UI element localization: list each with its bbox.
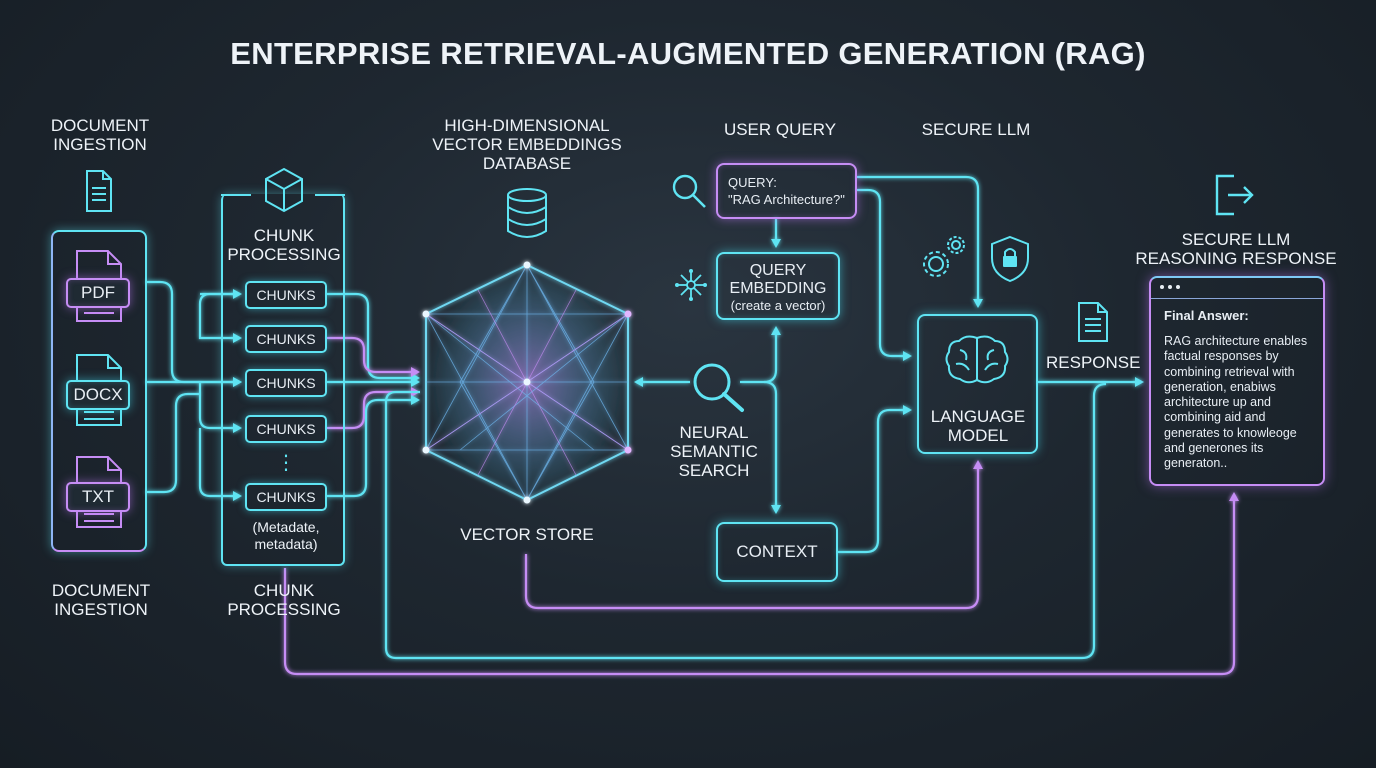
chunk-label-inner: CHUNK PROCESSING bbox=[227, 226, 341, 264]
response-panel-title: SECURE LLM REASONING RESPONSE bbox=[1135, 230, 1337, 268]
document-icon bbox=[86, 170, 112, 212]
brain-icon bbox=[945, 335, 1009, 384]
search-icon bbox=[672, 174, 706, 208]
window-dot bbox=[1176, 285, 1180, 289]
vector-store-label: VECTOR STORE bbox=[460, 525, 594, 544]
chunk-item: CHUNKS bbox=[245, 369, 327, 397]
final-answer-text: RAG architecture enables factual respons… bbox=[1164, 334, 1308, 471]
panel-top-right-edge bbox=[315, 194, 345, 196]
final-answer-title: Final Answer: bbox=[1164, 308, 1249, 323]
vector-db-label: HIGH-DIMENSIONAL VECTOR EMBEDDINGS DATAB… bbox=[432, 116, 622, 173]
export-icon bbox=[1215, 174, 1254, 216]
docx-tag: DOCX bbox=[66, 380, 130, 410]
chunk-metadata: (Metadate, metadata) bbox=[252, 519, 320, 552]
vector-hexagon bbox=[422, 261, 632, 504]
secure-llm-label: SECURE LLM bbox=[921, 120, 1031, 139]
ingestion-label-top: DOCUMENT INGESTION bbox=[50, 116, 150, 154]
semantic-search-label: NEURAL SEMANTIC SEARCH bbox=[670, 423, 758, 480]
gears-icon bbox=[923, 236, 965, 277]
shield-lock-icon bbox=[991, 235, 1029, 283]
magnifier-icon bbox=[693, 363, 744, 412]
txt-tag: TXT bbox=[66, 482, 130, 512]
chunk-processing-panel bbox=[221, 194, 345, 566]
language-model-label: LANGUAGE MODEL bbox=[930, 407, 1026, 445]
diagram-title: ENTERPRISE RETRIEVAL-AUGMENTED GENERATIO… bbox=[230, 36, 1146, 71]
window-dot bbox=[1168, 285, 1172, 289]
response-label: RESPONSE bbox=[1046, 353, 1141, 372]
chunk-item: CHUNKS bbox=[245, 325, 327, 353]
chunk-item: CHUNKS bbox=[245, 483, 327, 511]
chunk-ellipsis: ⋮ bbox=[276, 452, 296, 474]
chunk-item: CHUNKS bbox=[245, 281, 327, 309]
network-icon bbox=[675, 269, 707, 301]
chunk-label-bottom: CHUNK PROCESSING bbox=[227, 581, 341, 619]
context-box: CONTEXT bbox=[716, 522, 838, 582]
query-embedding-box: QUERY EMBEDDING (create a vector) bbox=[716, 252, 840, 320]
response-panel-titlebar bbox=[1151, 278, 1323, 299]
user-query-label: USER QUERY bbox=[723, 120, 837, 139]
document-ingestion-panel bbox=[51, 230, 147, 552]
cube-icon bbox=[265, 167, 303, 213]
query-box[interactable]: QUERY: "RAG Architecture?" bbox=[716, 163, 857, 219]
language-model-box bbox=[917, 314, 1038, 454]
pdf-tag: PDF bbox=[66, 278, 130, 308]
panel-top-left-edge bbox=[221, 194, 251, 196]
ingestion-label-bottom: DOCUMENT INGESTION bbox=[51, 581, 151, 619]
database-icon bbox=[507, 188, 547, 238]
chunk-item: CHUNKS bbox=[245, 415, 327, 443]
window-dot bbox=[1160, 285, 1164, 289]
response-panel[interactable]: Final Answer: RAG architecture enables f… bbox=[1149, 276, 1325, 486]
response-doc-icon bbox=[1078, 302, 1108, 342]
